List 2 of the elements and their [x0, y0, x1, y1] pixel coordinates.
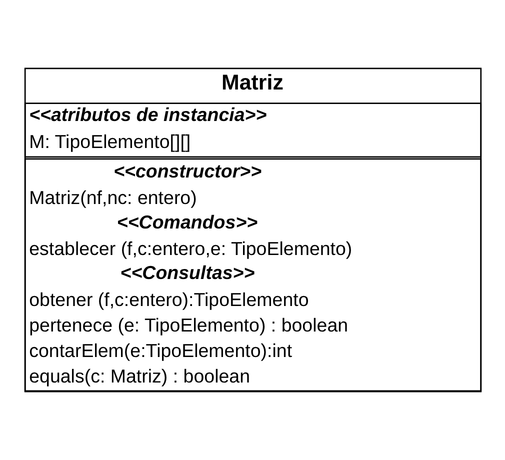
node-box: <<constructor>> Matriz(nf,nc: entero) <<Comandos>> establecer (f,c:entero,e: TipoElemento) <<Consultas>> obtener (f,c:entero):TipoElemento pertenece (e: TipoElemento) : boolean contarElem(e:TipoElemento):int equals(c: Matriz) : boolean — [24, 158, 482, 392]
node-box: <<atributos de instancia>> M: TipoElemento[][] — [24, 102, 482, 158]
